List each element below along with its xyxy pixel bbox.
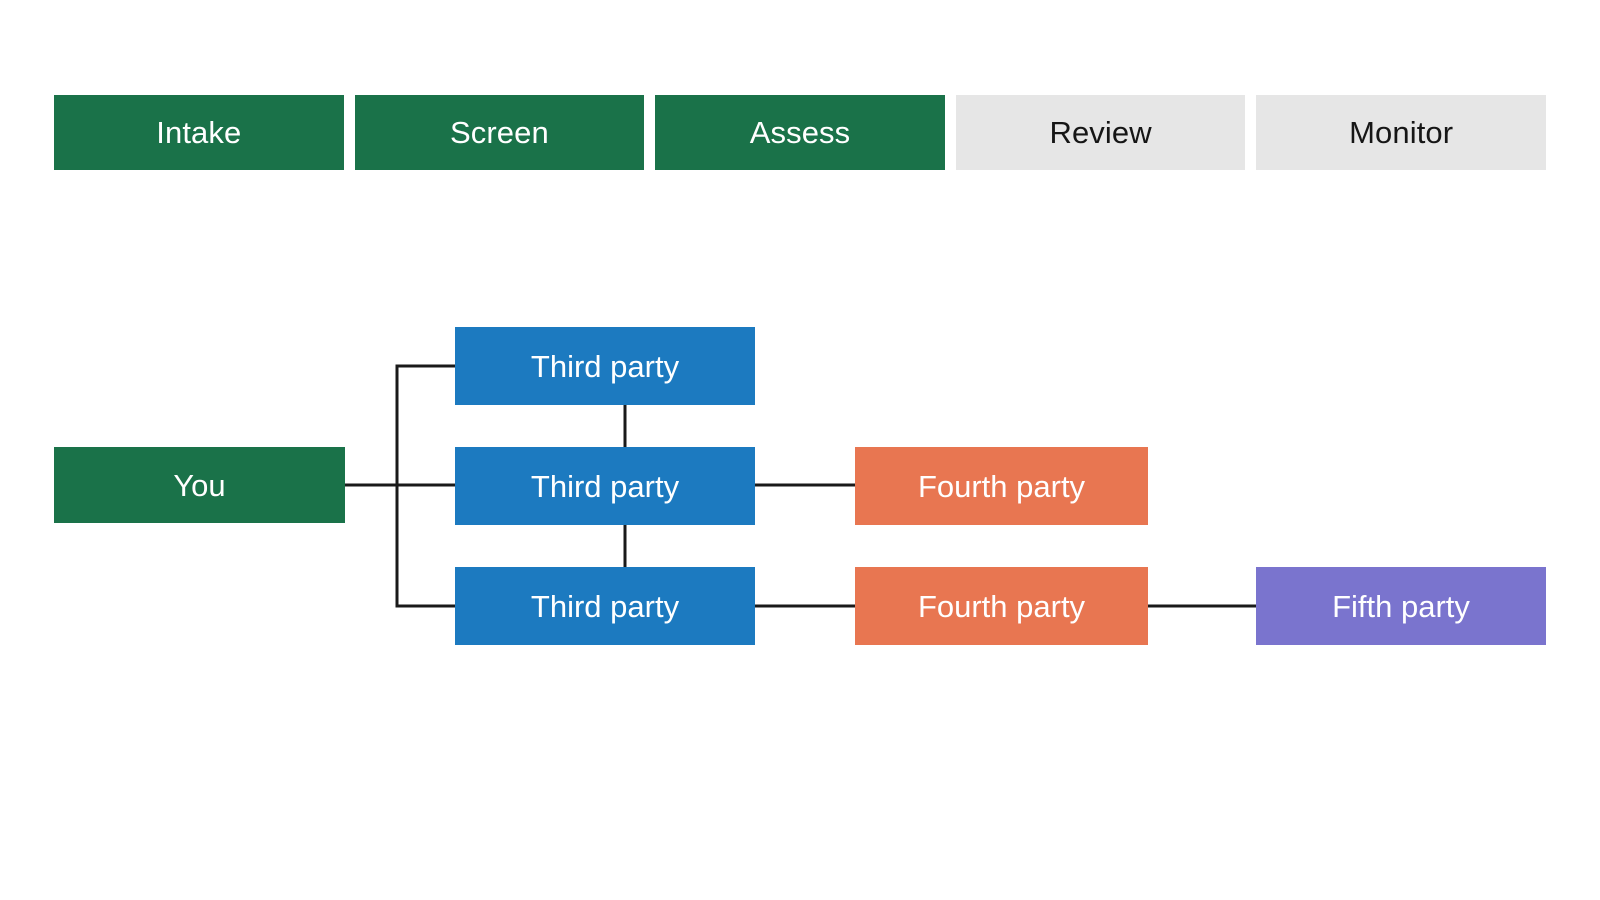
node-you[interactable]: You <box>54 447 345 523</box>
node-label: Third party <box>530 348 680 384</box>
stage-chip-label: Review <box>1049 115 1152 150</box>
stage-chip-review[interactable]: Review <box>955 95 1246 170</box>
stage-chip-label: Intake <box>156 115 242 150</box>
node-label: You <box>173 467 226 503</box>
node-fp2[interactable]: Fourth party <box>855 567 1148 645</box>
stage-chip-label: Monitor <box>1349 115 1454 150</box>
node-label: Third party <box>530 588 680 624</box>
node-label: Third party <box>530 468 680 504</box>
lifecycle-stage-bar: Intake Screen Assess Review Monitor <box>54 95 1546 170</box>
node-tp1[interactable]: Third party <box>455 327 755 405</box>
node-fp1[interactable]: Fourth party <box>855 447 1148 525</box>
node-fifth1[interactable]: Fifth party <box>1256 567 1546 645</box>
node-tp3[interactable]: Third party <box>455 567 755 645</box>
connector-you-to-tp3 <box>345 483 455 608</box>
stage-chip-assess[interactable]: Assess <box>655 95 945 170</box>
connector-you-to-tp1 <box>345 364 455 487</box>
stage-chip-intake[interactable]: Intake <box>54 95 344 170</box>
node-tp2[interactable]: Third party <box>455 447 755 525</box>
stage-chip-label: Assess <box>749 115 851 150</box>
node-label: Fifth party <box>1332 588 1470 624</box>
stage-chip-monitor[interactable]: Monitor <box>1256 95 1546 170</box>
stage-chip-screen[interactable]: Screen <box>354 95 645 170</box>
stage-chip-label: Screen <box>449 115 549 150</box>
node-label: Fourth party <box>917 588 1086 624</box>
node-label: Fourth party <box>917 468 1086 504</box>
